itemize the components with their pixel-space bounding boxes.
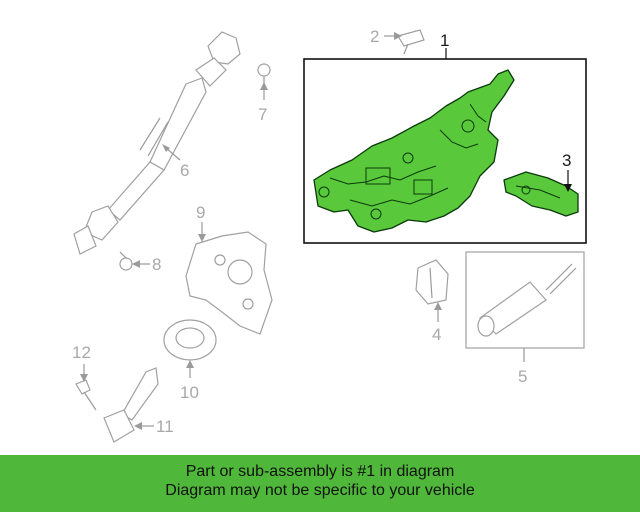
callout-11-label: 11	[156, 417, 174, 436]
bolt-part-2	[397, 29, 425, 55]
shaft-part-11	[103, 367, 159, 443]
parts-diagram: 1 3 2 6	[72, 27, 587, 443]
callout-9-label: 9	[196, 203, 205, 222]
callout-4-arrow	[434, 302, 442, 310]
callout-8-arrow	[132, 260, 140, 268]
banner-line-1: Part or sub-assembly is #1 in diagram	[185, 463, 455, 480]
ring-part-10	[163, 319, 217, 361]
bracket-part-9	[185, 231, 273, 335]
bracket-part-3	[503, 171, 579, 217]
callout-12-arrow	[80, 374, 88, 382]
callout-2-arrow	[394, 32, 402, 40]
bolt-part-7	[257, 63, 271, 84]
banner-line-2: Diagram may not be specific to your vehi…	[165, 482, 475, 499]
motor-part-5	[477, 263, 577, 337]
callout-6-arrow	[162, 144, 170, 152]
callout-11-arrow	[134, 422, 142, 430]
callout-10-arrow	[186, 360, 194, 368]
callout-1-label: 1	[440, 31, 449, 50]
info-banner: Part or sub-assembly is #1 in diagram Di…	[0, 455, 640, 512]
steering-column-part-1	[313, 69, 515, 233]
intermediate-shaft-part-6	[73, 31, 241, 255]
callout-9-arrow	[198, 234, 206, 242]
callout-2-label: 2	[370, 27, 379, 46]
callout-12-label: 12	[72, 343, 91, 362]
bolt-part-8	[119, 251, 133, 271]
bolt-part-12	[75, 379, 97, 411]
callout-7-arrow	[260, 82, 268, 90]
callout-10-label: 10	[180, 383, 199, 402]
part-1-highlight-box	[303, 58, 587, 244]
housing-part-4	[415, 259, 449, 305]
callout-3-arrow	[564, 184, 572, 192]
callout-5-label: 5	[518, 367, 527, 386]
callout-7-label: 7	[258, 105, 267, 124]
part-5-box	[465, 251, 585, 349]
callout-4-label: 4	[432, 325, 441, 344]
callout-6-leader	[165, 147, 181, 161]
callout-6-label: 6	[180, 161, 189, 180]
callout-3-label: 3	[562, 151, 571, 170]
callout-8-label: 8	[152, 255, 161, 274]
